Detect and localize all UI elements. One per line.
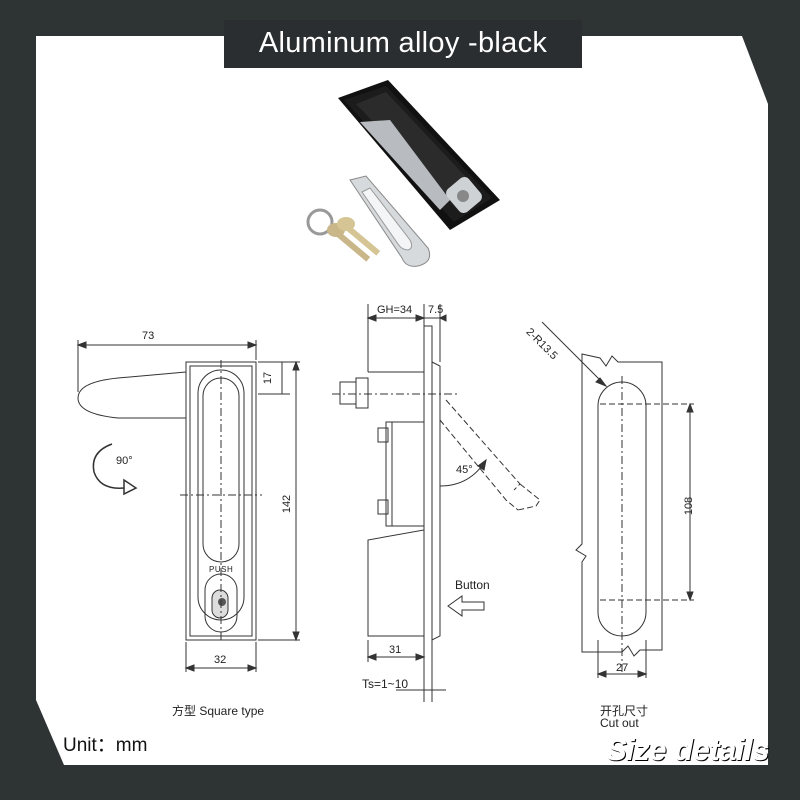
dim-31: 31	[389, 644, 402, 656]
dim-gh: GH=34	[377, 304, 413, 316]
cutout-view	[541, 321, 694, 678]
angle-45: 45°	[456, 464, 473, 476]
square-type-caption: 方型 Square type	[172, 704, 265, 718]
push-text: PUSH	[209, 565, 234, 574]
side-cam-nut	[339, 381, 357, 405]
side-mounting-panel	[423, 325, 433, 691]
rotation-arrow-icon	[92, 443, 125, 489]
dim-108: 108	[683, 496, 696, 516]
button-arrow-icon	[447, 595, 485, 617]
handle-plate	[349, 175, 431, 267]
dim-32: 32	[214, 654, 227, 666]
side-view	[332, 304, 541, 702]
keys-icon	[306, 208, 381, 262]
title-banner: Aluminum alloy -black	[224, 20, 582, 68]
cutout-caption-cn: 开孔尺寸	[600, 704, 649, 718]
dim-27: 27	[616, 662, 629, 674]
product-photo	[306, 80, 500, 267]
cutout-caption-en: Cut out	[600, 716, 639, 730]
cutout-panel	[575, 353, 663, 657]
dim-ts: Ts=1~10	[362, 677, 409, 691]
unit-label: Unit：mm	[63, 735, 148, 756]
front-lever	[77, 371, 187, 419]
side-lever-dashed	[439, 399, 541, 511]
keyhole-icon	[218, 598, 226, 606]
rotation-label: 90°	[116, 455, 133, 467]
front-view	[76, 340, 300, 672]
size-details-label: Size details	[606, 732, 769, 767]
dim-73: 73	[142, 330, 155, 342]
latch-body	[338, 80, 500, 230]
side-body	[367, 371, 425, 637]
dim-7-5: 7.5	[428, 304, 444, 316]
dim-17: 17	[262, 371, 275, 385]
dim-142: 142	[281, 494, 294, 514]
button-label: Button	[455, 578, 490, 592]
